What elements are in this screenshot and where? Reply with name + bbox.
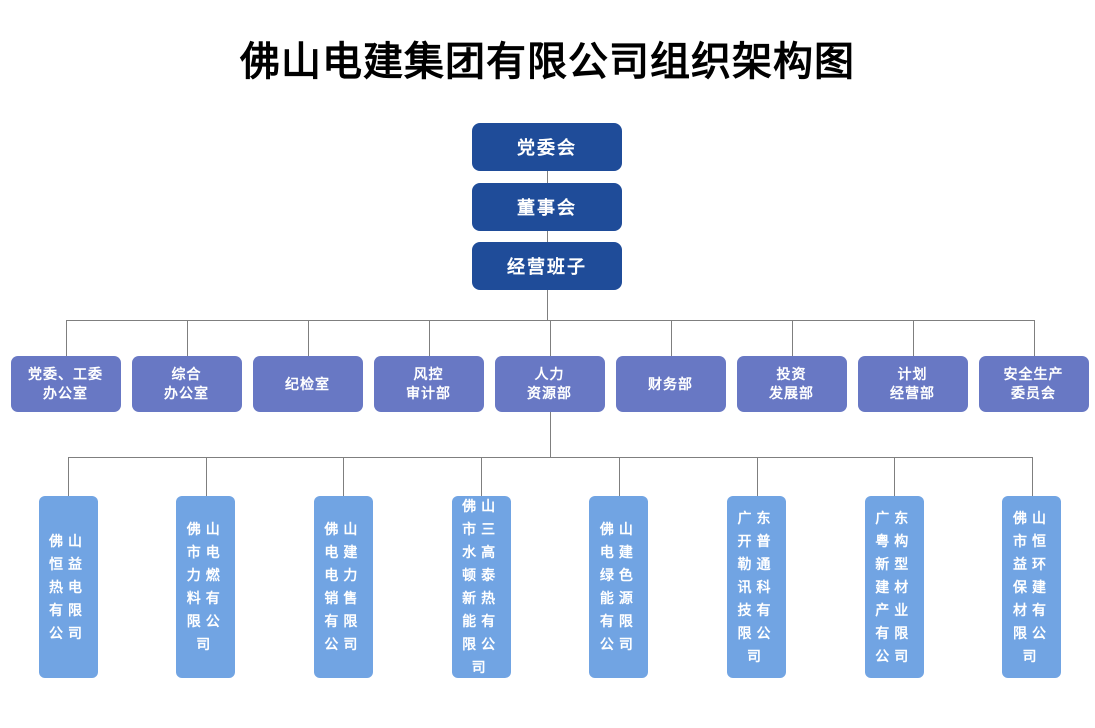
level2-node: 综合 办公室: [131, 356, 242, 412]
level3-node: 佛山电建电力销售有限公司: [313, 496, 373, 678]
connector-line: [481, 457, 483, 496]
connector-line: [547, 231, 548, 242]
connector-line: [205, 457, 207, 496]
level3-node-label: 佛山市电力燃料有限公司: [186, 521, 225, 652]
connector-line: [756, 457, 758, 496]
level2-node: 财务部: [615, 356, 726, 412]
connector-line: [547, 171, 548, 183]
level2-node: 计划 经营部: [857, 356, 968, 412]
level3-node: 佛山恒益热电有限公司: [38, 496, 98, 678]
connector-line: [343, 457, 345, 496]
connector-line: [1033, 320, 1035, 356]
connector-line: [65, 320, 67, 356]
level2-node: 安全生产 委员会: [978, 356, 1089, 412]
level3-node-label: 广东粤构新型建材产业有限公司: [875, 509, 914, 664]
level3-node-label: 佛山电建电力销售有限公司: [324, 521, 363, 652]
connector-line: [618, 457, 620, 496]
level1-node: 党委会: [472, 123, 622, 171]
connector-line: [791, 320, 793, 356]
level2-node: 人力 资源部: [494, 356, 605, 412]
level1-node: 董事会: [472, 183, 622, 231]
level3-node: 佛山市电力燃料有限公司: [176, 496, 236, 678]
level3-node-label: 佛山恒益热电有限公司: [49, 532, 87, 641]
level2-node: 党委、工委 办公室: [10, 356, 121, 412]
connector-line: [68, 457, 1032, 458]
level3-node-label: 佛山市恒益环保建材有限公司: [1012, 509, 1051, 664]
level1-node: 经营班子: [472, 242, 622, 290]
level2-node: 风控 审计部: [373, 356, 484, 412]
level3-node-label: 佛山电建绿色能源有限公司: [599, 521, 638, 652]
connector-line: [894, 457, 896, 496]
connector-line: [307, 320, 309, 356]
connector-line: [912, 320, 914, 356]
level3-node: 佛山市恒益环保建材有限公司: [1002, 496, 1062, 678]
page-title: 佛山电建集团有限公司组织架构图: [240, 40, 855, 84]
connector-line: [670, 320, 672, 356]
connector-line: [1031, 457, 1033, 496]
level3-node-label: 广东开普勒通讯科技有限公司: [737, 509, 776, 664]
level2-node: 投资 发展部: [736, 356, 847, 412]
level3-node: 广东开普勒通讯科技有限公司: [727, 496, 787, 678]
connector-line: [549, 412, 551, 458]
connector-line: [428, 320, 430, 356]
connector-line: [549, 320, 551, 356]
connector-line: [186, 320, 188, 356]
level3-node: 佛山电建绿色能源有限公司: [589, 496, 649, 678]
connector-line: [547, 290, 548, 321]
level3-node: 广东粤构新型建材产业有限公司: [864, 496, 924, 678]
level3-node: 佛山市三水高顿泰新热能有限公司: [451, 496, 511, 678]
connector-line: [68, 457, 69, 496]
level3-node-label: 佛山市三水高顿泰新热能有限公司: [462, 498, 501, 675]
level2-node: 纪检室: [252, 356, 363, 412]
